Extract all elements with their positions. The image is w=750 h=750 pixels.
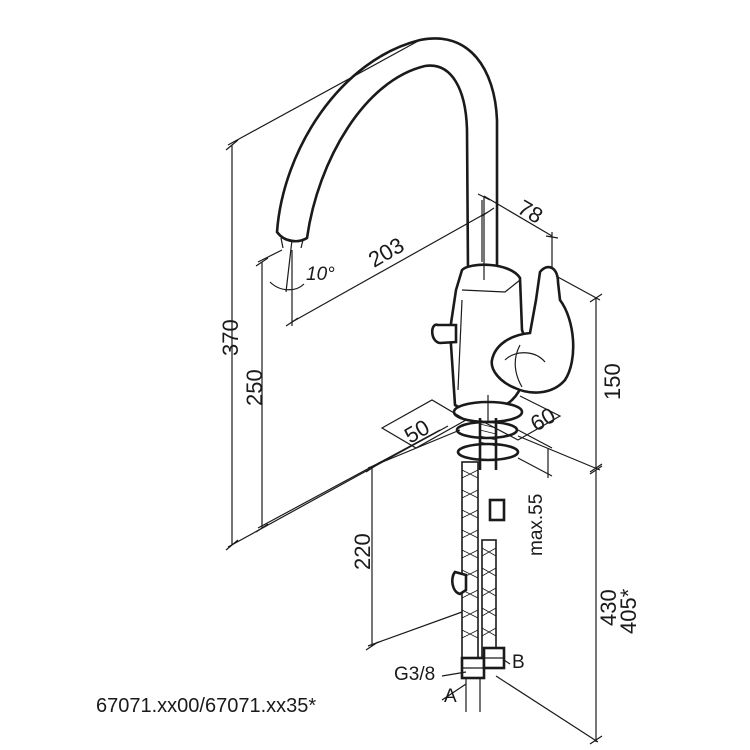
spout: [275, 37, 499, 272]
dim-250-label: 250: [242, 369, 267, 406]
dim-78-label: 78: [514, 195, 548, 229]
rod-thread: [479, 423, 497, 447]
dim-10deg-arc: [269, 281, 305, 291]
lever-detail: [504, 344, 546, 388]
dim-base-ext: [227, 425, 449, 548]
hose-tails: [465, 678, 481, 712]
hose-braid-right: [481, 547, 497, 637]
hose-nut-detail: [462, 657, 504, 669]
hose-left: [461, 461, 479, 663]
dim-220-ext-top: [367, 429, 461, 469]
dim-430-ticks: [589, 465, 603, 745]
dim-220-ticks: [365, 463, 379, 651]
dim-78-line: [483, 195, 553, 237]
inlet-a-label: A: [444, 686, 457, 707]
dim-55-label: max.55: [526, 494, 547, 556]
dim-405-label: 405*: [616, 588, 641, 634]
threaded-rod: [478, 418, 498, 470]
dim-370-label: 370: [218, 319, 243, 356]
dim-150-ext-top: [555, 275, 601, 301]
lever-handle: [490, 265, 575, 394]
dim-430-label: 430: [596, 589, 621, 626]
mount-washer: [455, 420, 519, 440]
dim-78-ticks: [477, 193, 559, 239]
model-number: 67071.xx00/67071.xx35*: [96, 695, 317, 717]
rod-nut: [488, 498, 506, 522]
dim-10deg-ray: [285, 239, 293, 293]
dim-10deg-label: 10°: [306, 264, 335, 285]
dim-203-line: [291, 211, 489, 323]
body-edge: [461, 279, 521, 293]
mount-nut: [456, 442, 520, 462]
dim-203-ticks: [285, 207, 495, 327]
hose-right: [481, 539, 497, 661]
dim-220-label: 220: [350, 533, 375, 570]
dim-55-ext: [517, 429, 553, 477]
dim-370-ext-top: [227, 39, 421, 146]
hose-braid-left: [461, 469, 479, 639]
dim-250-ext: [257, 249, 283, 263]
spout-aerator: [280, 237, 304, 249]
dim-60-line: [479, 395, 562, 441]
leader-a: [441, 683, 467, 701]
dim-430-ext-bottom: [495, 675, 599, 743]
dim-base-ext-2: [257, 429, 441, 529]
leader-b: [503, 659, 511, 665]
dim-220-ext-bottom: [367, 611, 463, 647]
inlet-b-label: B: [512, 652, 525, 673]
dim-203-label: 203: [364, 232, 408, 272]
dim-60-label: 60: [526, 402, 560, 436]
dim-50-line: [380, 399, 468, 449]
side-knob: [430, 323, 458, 345]
leader-g38: [441, 671, 467, 677]
body-curve: [457, 299, 463, 391]
dim-base-right: [517, 435, 601, 471]
thread-label: G3/8: [394, 664, 435, 685]
dim-150-label: 150: [600, 363, 625, 400]
hose-clip: [450, 570, 468, 596]
